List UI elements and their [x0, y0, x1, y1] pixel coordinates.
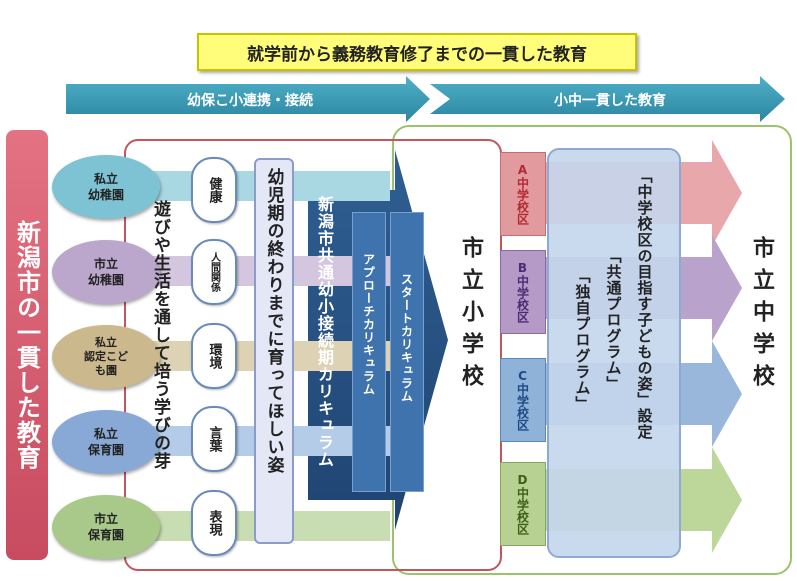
district-d: D中学校区 — [500, 462, 546, 546]
domain-relationships: 人間関係 — [191, 239, 237, 305]
page-title: 就学前から義務教育修了までの一貫した教育 — [197, 33, 637, 71]
program-line-unique: 「独自プログラム」 — [573, 268, 592, 412]
institution-city-nursery: 市立 保育園 — [52, 495, 160, 559]
institution-private-nursery: 私立 保育園 — [52, 410, 160, 474]
curriculum-main: 新潟市共通幼小接続期カリキュラム — [315, 196, 334, 468]
district-c: C中学校区 — [500, 358, 546, 442]
elementary-school-label: 市立小学校 — [458, 236, 483, 396]
domain-language: 言葉 — [191, 406, 237, 472]
junior-high-label: 市立中学校 — [749, 236, 774, 396]
district-b: B中学校区 — [500, 250, 546, 334]
programs-box: 「中学校区の目指す子どもの姿」設定 「共通プログラム」 「独自プログラム」 — [547, 148, 681, 558]
program-line-common: 「共通プログラム」 — [604, 248, 623, 392]
goal-caption-box: 幼児期の終わりまでに育ってほしい姿 — [254, 158, 294, 544]
district-a: A中学校区 — [500, 152, 546, 236]
integrated-education-label: 新潟市の一貫した教育 — [6, 130, 48, 560]
approach-curriculum-box: アプローチカリキュラム — [352, 212, 386, 492]
stage-label-school: 小中一貫した教育 — [554, 93, 666, 109]
domain-environment: 環境 — [191, 323, 237, 389]
start-curriculum-box: スタートカリキュラム — [390, 212, 424, 492]
learning-caption: 遊びや生活を通して培う学びの芽 — [150, 200, 170, 470]
stage-label-preschool: 幼保こ小連携・接続 — [187, 93, 313, 109]
domain-expression: 表現 — [191, 490, 237, 556]
program-line-goal: 「中学校区の目指す子どもの姿」設定 — [635, 168, 654, 440]
institution-private-certified-center: 私立 認定こど も園 — [52, 325, 160, 389]
domain-health: 健康 — [191, 157, 237, 223]
goal-caption: 幼児期の終わりまでに育ってほしい姿 — [263, 168, 284, 474]
stage-arrow-right — [430, 76, 785, 122]
institution-private-kindergarten: 私立 幼稚園 — [52, 155, 160, 219]
institution-city-kindergarten: 市立 幼稚園 — [52, 240, 160, 304]
stage-arrow-left — [66, 76, 430, 122]
